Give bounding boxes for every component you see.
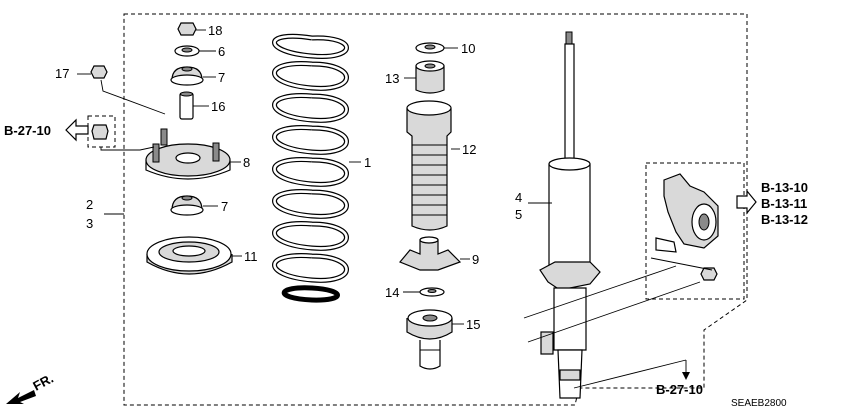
part-1-coil-spring[interactable] <box>272 33 362 303</box>
direction-label: FR. <box>30 371 56 394</box>
label-part-5: 5 <box>515 207 522 222</box>
ref-link-left[interactable]: B-27-10 <box>4 123 51 138</box>
part-14-washer[interactable] <box>403 287 445 297</box>
part-9-spring-seat[interactable] <box>399 236 470 271</box>
label-part-7-lower: 7 <box>221 199 228 214</box>
part-18-nut[interactable] <box>177 22 206 36</box>
part-7-lower-bushing[interactable] <box>170 195 218 216</box>
part-7-upper-bushing[interactable] <box>170 66 216 86</box>
part-13-stopper[interactable] <box>404 60 445 94</box>
label-part-2: 2 <box>86 197 93 212</box>
part-16-collar[interactable] <box>179 91 209 120</box>
label-part-18: 18 <box>208 23 222 38</box>
part-12-dust-boot[interactable] <box>406 100 460 231</box>
left-ref-arrow <box>65 118 89 142</box>
bottom-ref-leader <box>573 359 687 389</box>
ref-link-right-2[interactable]: B-13-11 <box>761 196 807 211</box>
label-part-13: 13 <box>385 71 399 86</box>
label-part-4: 4 <box>515 190 522 205</box>
label-part-10: 10 <box>461 41 475 56</box>
label-part-3: 3 <box>86 216 93 231</box>
ref-link-right-1[interactable]: B-13-10 <box>761 180 808 195</box>
label-part-12: 12 <box>462 142 476 157</box>
label-part-17: 17 <box>55 66 69 81</box>
label-part-7-upper: 7 <box>218 70 225 85</box>
part-8-mount-base[interactable] <box>145 128 241 180</box>
part-6-washer[interactable] <box>174 45 216 57</box>
part-17-nut[interactable] <box>77 65 166 115</box>
diagram-code: SEAEB2800 <box>731 398 787 409</box>
left-ref-callout <box>87 115 155 151</box>
ref-link-right-3[interactable]: B-13-12 <box>761 212 808 227</box>
label-part-11: 11 <box>244 249 258 264</box>
part-4-5-shock-absorber[interactable] <box>528 31 601 399</box>
label-part-8: 8 <box>243 155 250 170</box>
bottom-ref-arrow-head <box>682 372 690 380</box>
label-part-1: 1 <box>364 155 371 170</box>
label-part-6: 6 <box>218 44 225 59</box>
ref-link-bottom[interactable]: B-27-10 <box>656 382 703 397</box>
part-10-washer[interactable] <box>415 42 458 54</box>
knuckle-subframe <box>645 162 745 300</box>
label-part-16: 16 <box>211 99 225 114</box>
label-part-15: 15 <box>466 317 480 332</box>
right-ref-arrow <box>736 189 757 215</box>
knuckle-assembly[interactable] <box>523 173 719 343</box>
label-part-14: 14 <box>385 285 399 300</box>
part-15-bump-stop[interactable] <box>406 309 464 370</box>
front-direction-icon <box>6 390 36 404</box>
label-part-9: 9 <box>472 252 479 267</box>
part-11-spring-seat[interactable] <box>146 236 242 275</box>
